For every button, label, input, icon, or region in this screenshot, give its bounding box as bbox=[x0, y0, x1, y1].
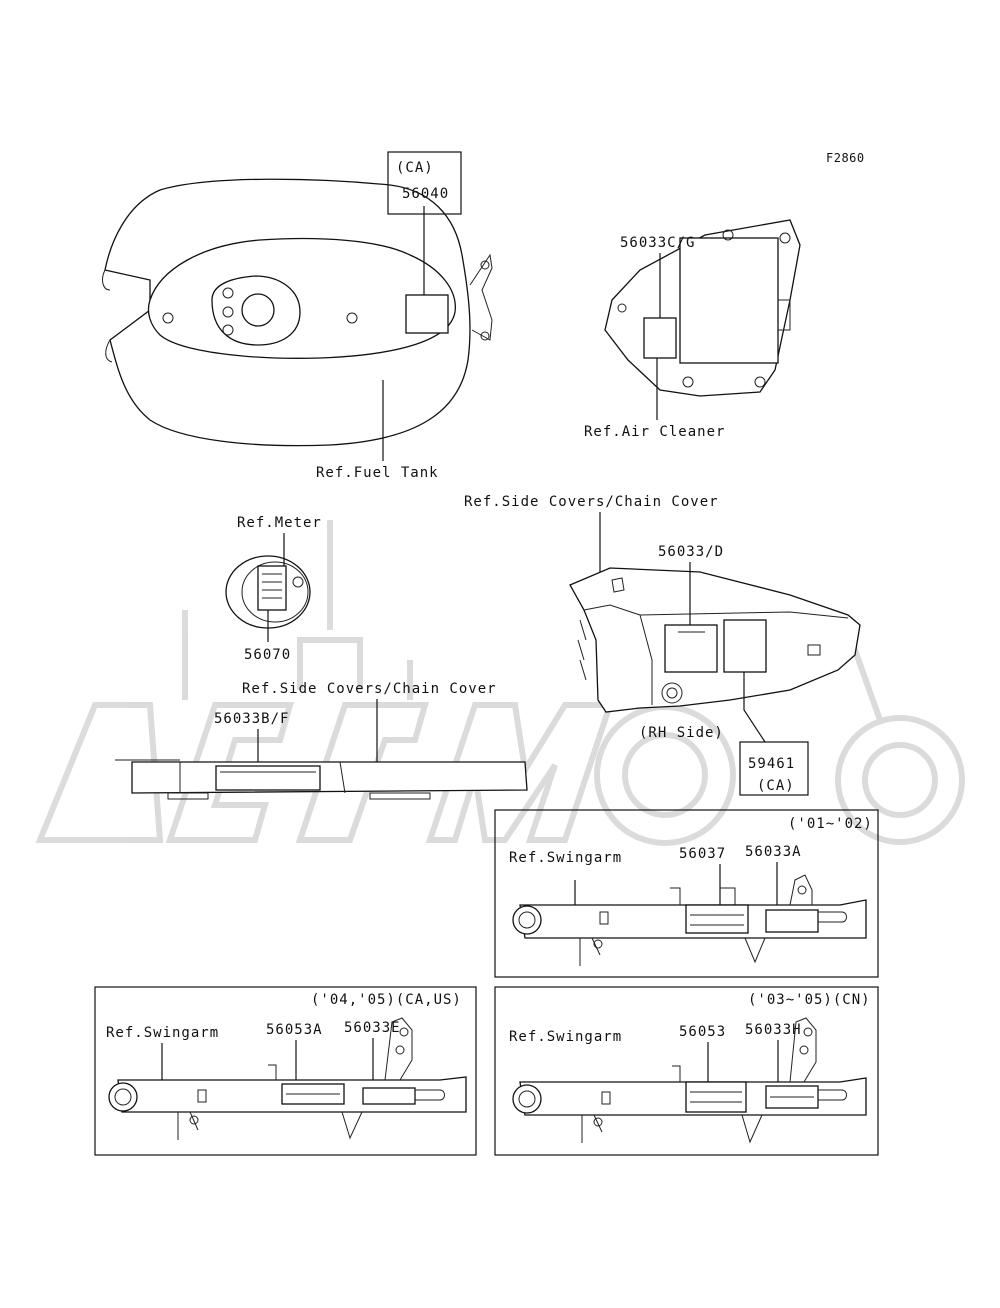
decal-56033bf bbox=[215, 765, 321, 791]
label-56033cg: 56033C/G bbox=[620, 235, 695, 251]
decal-56033d bbox=[664, 624, 718, 673]
leader-59461 bbox=[743, 672, 766, 743]
label-ref-fuel-tank: Ref.Fuel Tank bbox=[316, 465, 439, 481]
label-56033d: 56033/D bbox=[658, 544, 724, 560]
figure-code: F2860 bbox=[826, 151, 865, 165]
panel-04-05-ref: Ref.Swingarm bbox=[106, 1025, 219, 1041]
watermark-logo bbox=[35, 520, 965, 846]
decal-59461 bbox=[723, 619, 767, 673]
decal-56033cg bbox=[643, 317, 677, 359]
panel-03-05-part-a: 56053 bbox=[679, 1024, 726, 1040]
label-rh-side: (RH Side) bbox=[639, 725, 724, 741]
panel-01-02: ('01~'02) Ref.Swingarm 56037 56033A bbox=[494, 809, 879, 978]
label-ref-air-cleaner: Ref.Air Cleaner bbox=[584, 424, 725, 440]
label-56033bf: 56033B/F bbox=[214, 711, 289, 727]
meter-drawing bbox=[225, 555, 311, 629]
label-ref-side-covers-top: Ref.Side Covers/Chain Cover bbox=[464, 494, 719, 510]
label-ca-header: (CA) bbox=[396, 160, 434, 176]
label-59461: 59461 bbox=[748, 756, 795, 772]
label-59461-ca: (CA) bbox=[757, 778, 795, 794]
air-cleaner-drawing bbox=[604, 219, 801, 397]
panel-04-05-part-a: 56053A bbox=[266, 1022, 323, 1038]
panel-04-05-part-b: 56033E bbox=[344, 1020, 401, 1036]
decal-56070 bbox=[257, 565, 287, 611]
side-cover-left-drawing bbox=[115, 759, 528, 800]
label-56040: 56040 bbox=[402, 186, 449, 202]
label-ref-meter: Ref.Meter bbox=[237, 515, 322, 531]
panel-01-02-ref: Ref.Swingarm bbox=[509, 850, 622, 866]
panel-03-05-part-b: 56033H bbox=[745, 1022, 802, 1038]
decal-56040 bbox=[405, 294, 449, 334]
label-56070: 56070 bbox=[244, 647, 291, 663]
panel-01-02-year: ('01~'02) bbox=[788, 816, 873, 832]
fuel-tank-drawing bbox=[102, 178, 493, 447]
panel-03-05: ('03~'05)(CN) Ref.Swingarm 56053 56033H bbox=[494, 986, 879, 1156]
panel-04-05: ('04,'05)(CA,US) Ref.Swingarm 56053A 560… bbox=[94, 986, 477, 1156]
panel-01-02-part-b: 56033A bbox=[745, 844, 802, 860]
side-cover-drawing bbox=[569, 567, 861, 713]
callout-box-59461 bbox=[739, 741, 809, 796]
panel-03-05-year: ('03~'05)(CN) bbox=[748, 992, 871, 1008]
panel-04-05-year: ('04,'05)(CA,US) bbox=[311, 992, 462, 1008]
label-ref-side-covers-left: Ref.Side Covers/Chain Cover bbox=[242, 681, 497, 697]
panel-01-02-part-a: 56037 bbox=[679, 846, 726, 862]
panel-03-05-ref: Ref.Swingarm bbox=[509, 1029, 622, 1045]
